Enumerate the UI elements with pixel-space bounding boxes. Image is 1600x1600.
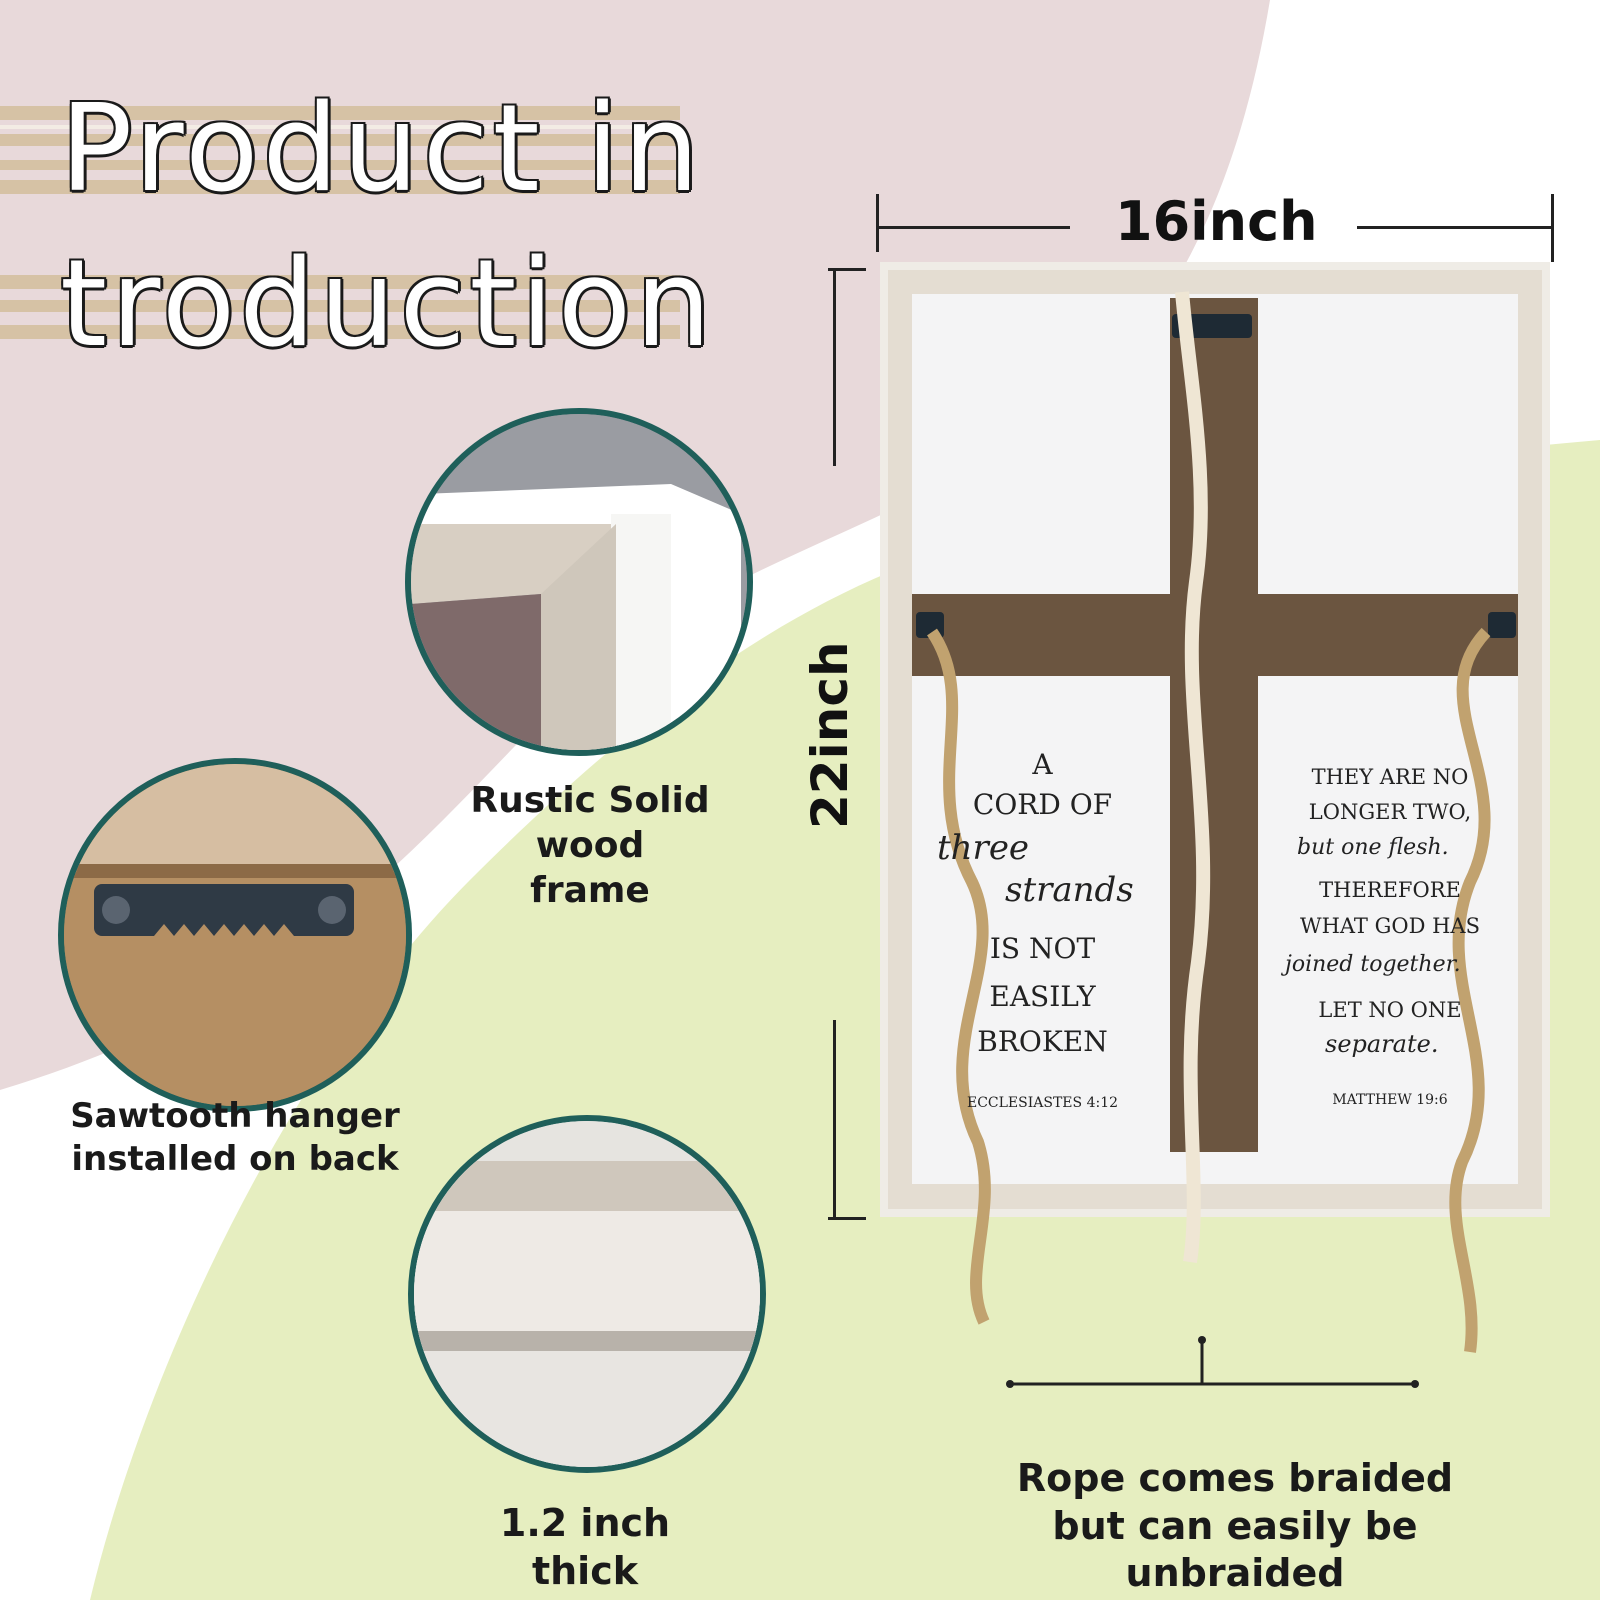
left-verse-line: EASILY	[989, 980, 1096, 1013]
rope-caption: Rope comes braided but can easily be unb…	[1016, 1456, 1454, 1595]
left-verse-line: BROKEN	[977, 1025, 1108, 1058]
rope-bracket	[1006, 1336, 1419, 1388]
width-dimension-line	[1357, 226, 1552, 229]
title-line-1: Product in	[60, 80, 704, 219]
title-stripe	[0, 300, 680, 312]
rope-jute-left	[926, 628, 991, 1325]
rope-jute-right	[1449, 627, 1491, 1353]
title-stripe	[0, 106, 680, 120]
right-verse-reference: MATTHEW 19:6	[1332, 1092, 1448, 1108]
left-verse-line: IS NOT	[989, 932, 1096, 965]
height-dimension-tick	[828, 268, 866, 271]
right-verse-panel: THEY ARE NO LONGER TWO, but one flesh. T…	[1265, 680, 1515, 1170]
right-verse-script: separate.	[1325, 1030, 1439, 1058]
sawtooth-hanger-icon	[94, 884, 354, 936]
left-verse-panel: A CORD OF three strands IS NOT EASILY BR…	[915, 680, 1170, 1170]
left-verse-script: strands	[1005, 870, 1134, 910]
right-verse-line: THEY ARE NO	[1311, 765, 1469, 789]
height-label: 22inch	[801, 641, 859, 829]
rope-white	[1175, 291, 1211, 1264]
width-dimension-line	[877, 226, 1070, 229]
right-verse-line: THEREFORE	[1319, 878, 1461, 902]
right-verse-line: LONGER TWO,	[1308, 800, 1472, 824]
thickness-caption: 1.2 inch thick	[499, 1501, 671, 1593]
cross-vertical	[1170, 298, 1258, 1152]
cross-sign	[880, 262, 1550, 1353]
title-stripe	[0, 180, 680, 194]
title-stripe	[0, 275, 680, 289]
title-stripe	[0, 325, 680, 339]
title-line-2: troduction	[60, 235, 716, 374]
title-stripe	[0, 160, 680, 170]
left-verse-line: CORD OF	[972, 788, 1113, 821]
height-dimension-line	[833, 268, 836, 466]
title-stripe	[0, 125, 680, 129]
frame-caption: Rustic Solid wood frame	[470, 780, 710, 911]
thickness-photo	[408, 1115, 766, 1473]
height-dimension-line	[833, 1020, 836, 1218]
frame-corner-photo	[405, 408, 753, 756]
height-dimension-tick	[828, 1217, 866, 1220]
left-verse-line: A	[1032, 748, 1053, 781]
right-verse-script: joined together.	[1285, 952, 1461, 977]
right-verse-script: but one flesh.	[1297, 835, 1449, 860]
hanger-caption: Sawtooth hanger installed on back	[70, 1096, 400, 1179]
width-dimension-tick	[1551, 194, 1554, 262]
width-dimension-tick	[876, 194, 879, 252]
sawtooth-hanger-photo	[58, 758, 412, 1112]
right-verse-line: LET NO ONE	[1318, 998, 1462, 1022]
left-verse-reference: ECCLESIASTES 4:12	[966, 1095, 1119, 1111]
left-verse-script: three	[937, 828, 1030, 868]
title-stripe	[0, 134, 680, 146]
cross-horizontal	[912, 594, 1518, 676]
width-label: 16inch	[1115, 190, 1318, 253]
right-verse-line: WHAT GOD HAS	[1300, 914, 1480, 938]
hanger-bracket-icon	[1488, 612, 1516, 638]
